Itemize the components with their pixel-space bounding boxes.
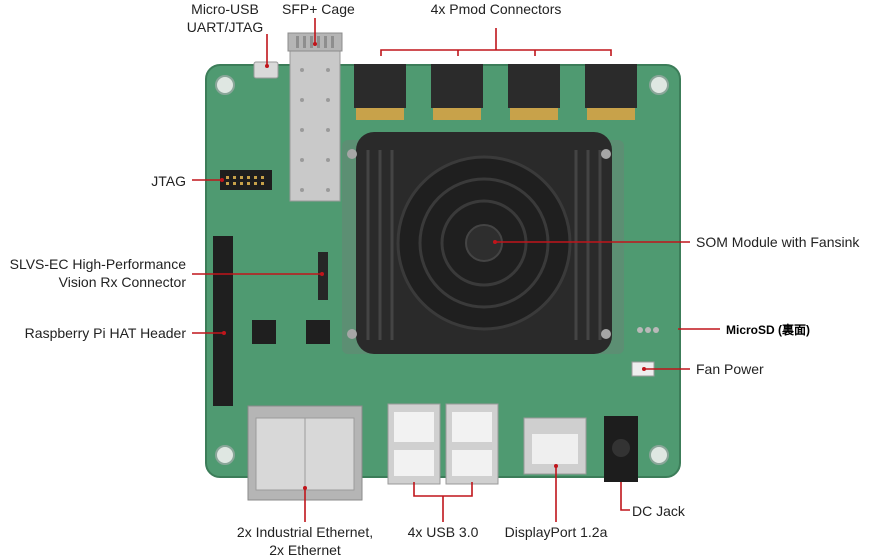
sfp-cage — [287, 32, 343, 202]
ethernet-jacks — [247, 405, 363, 501]
label-ethernet-line2: 2x Ethernet — [269, 542, 341, 558]
leader-lines — [192, 18, 720, 522]
label-slvs-line2: Vision Rx Connector — [58, 274, 186, 290]
label-dc-jack: DC Jack — [632, 503, 685, 519]
jtag-header — [220, 170, 272, 190]
label-slvs: SLVS-EC High-Performance Vision Rx Conne… — [0, 255, 186, 291]
label-jtag: JTAG — [151, 173, 186, 189]
label-pmod: 4x Pmod Connectors — [430, 1, 562, 17]
label-microsd: MicroSD (裏面) — [726, 323, 811, 337]
label-sfp-cage: SFP+ Cage — [282, 1, 355, 17]
leader-dots — [220, 42, 646, 490]
micro-usb-connector — [253, 61, 279, 79]
label-slvs-line1: SLVS-EC High-Performance — [9, 256, 186, 272]
label-micro-usb-line1: Micro-USB — [191, 1, 259, 17]
label-micro-usb: Micro-USB UART/JTAG — [180, 0, 270, 36]
usb-connectors — [387, 403, 499, 485]
label-ethernet: 2x Industrial Ethernet, 2x Ethernet — [215, 523, 395, 559]
slvs-ec-connector — [318, 252, 328, 300]
label-ethernet-line1: 2x Industrial Ethernet, — [236, 524, 374, 540]
rpi-hat-header — [213, 236, 233, 406]
som-module — [342, 132, 624, 354]
label-rpi-hat: Raspberry Pi HAT Header — [24, 325, 186, 341]
label-fan-power: Fan Power — [696, 361, 764, 377]
label-usb: 4x USB 3.0 — [407, 524, 479, 540]
mounting-holes — [215, 75, 669, 465]
label-micro-usb-line2: UART/JTAG — [186, 19, 264, 35]
label-displayport: DisplayPort 1.2a — [504, 524, 608, 540]
label-som: SOM Module with Fansink — [696, 234, 860, 250]
pmod-connectors — [354, 64, 637, 120]
